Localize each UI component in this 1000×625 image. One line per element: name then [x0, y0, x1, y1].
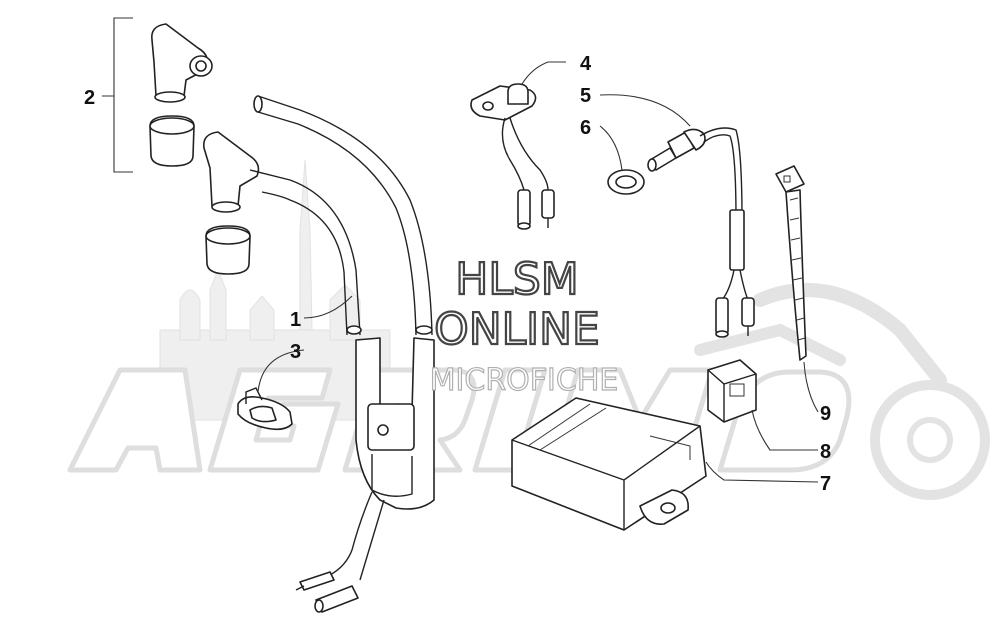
callout-9: 9: [820, 403, 831, 425]
leader-4: [521, 61, 566, 85]
callout-1: 1: [290, 309, 301, 331]
connector-male-coil: [295, 571, 335, 591]
temp-sensor-connector-male: [741, 297, 755, 336]
part-3-cable-clip: [237, 387, 293, 431]
leader-5: [599, 94, 691, 127]
part-4-sensor: [470, 83, 555, 230]
coil-primary-wires: [329, 491, 373, 576]
watermark-line-1: HLSM: [455, 254, 579, 305]
boot-cover-lower: [205, 225, 251, 275]
watermark-line-2: ONLINE: [434, 304, 600, 355]
part-1-ignition-coil: [249, 95, 435, 613]
part-5-temperature-sensor: [647, 127, 755, 338]
part-7-cdi-module: [511, 397, 707, 531]
watermark-line-3: MICROFICHE: [430, 363, 619, 398]
part-2-spark-plug-caps: [102, 17, 260, 275]
leader-6: [599, 125, 623, 171]
callout-2: 2: [84, 87, 95, 109]
part-6-washer: [607, 169, 645, 195]
leader-9: [803, 361, 819, 413]
leader-8: [751, 409, 818, 451]
leader-3: [257, 349, 305, 393]
leader-lines: [257, 61, 819, 483]
bracket-part-2: [102, 17, 133, 173]
motorcycle-watermark: [694, 283, 990, 500]
callout-4: 4: [580, 53, 592, 75]
connector-female-coil: [314, 585, 359, 613]
callout-7: 7: [820, 473, 831, 495]
hlsm-watermark: HLSM ONLINE MICROFICHE: [429, 253, 619, 399]
boot-cover-upper: [149, 115, 195, 167]
ht-lead-left: [249, 169, 361, 336]
spark-plug-cap-lower: [202, 131, 260, 213]
temp-sensor-connector-female: [715, 297, 729, 338]
ht-lead-right: [257, 95, 433, 336]
part-9-cable-tie: [775, 165, 807, 361]
leader-1: [303, 295, 353, 319]
leader-7: [705, 461, 819, 483]
callout-8: 8: [820, 441, 831, 463]
callout-6: 6: [580, 117, 591, 139]
callout-5: 5: [580, 85, 591, 107]
spark-plug-cap-upper: [150, 23, 213, 103]
callout-labels: 1 2 3 4 5 6 9 8 7: [84, 53, 831, 495]
sensor-connector-female: [517, 189, 531, 230]
sensor-connector-male: [541, 189, 555, 228]
part-8-connector-cover: [707, 359, 757, 423]
callout-3: 3: [290, 341, 301, 363]
